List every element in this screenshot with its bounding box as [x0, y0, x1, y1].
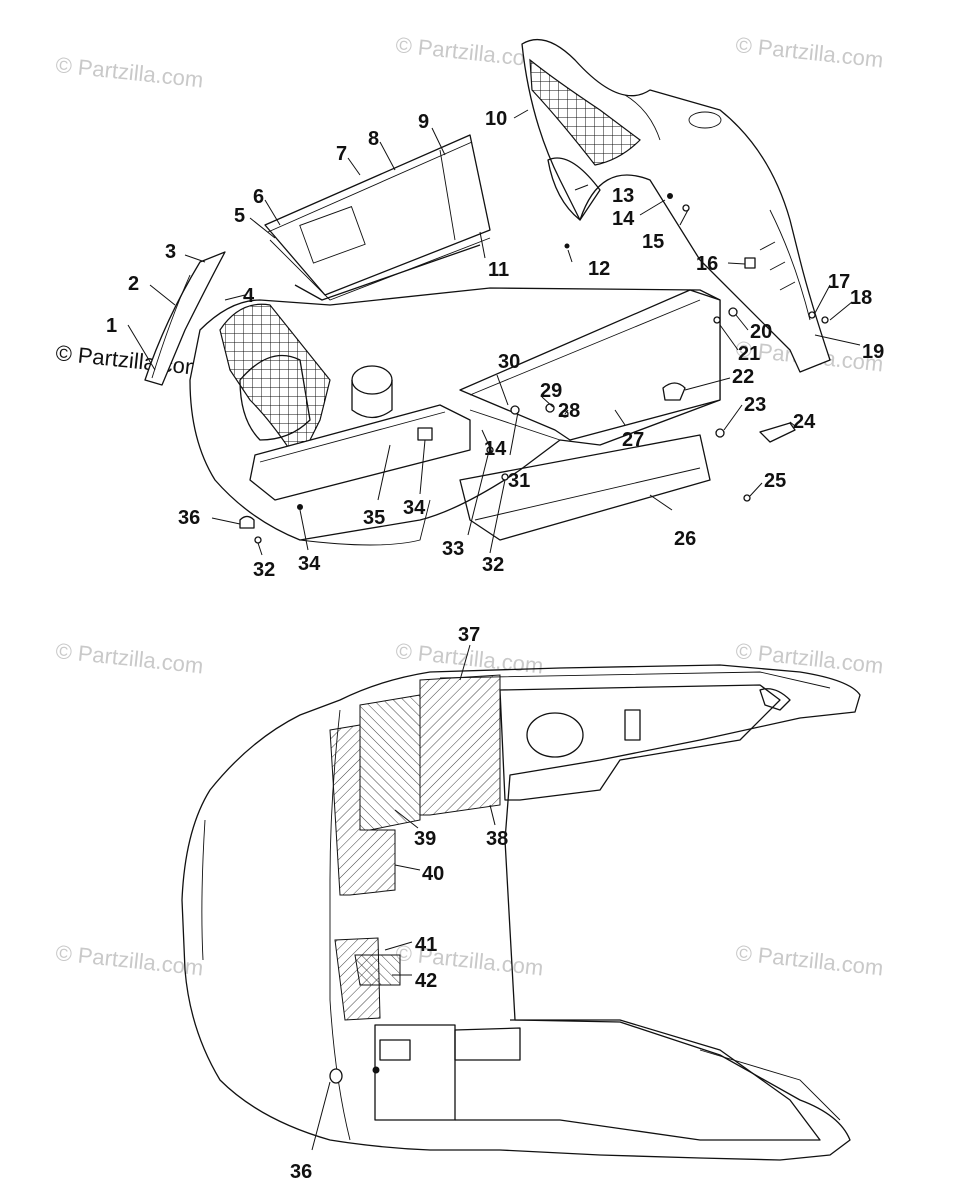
callout-4: 4 — [243, 285, 255, 307]
watermark-left-mid: © Partzilla.com — [54, 340, 204, 380]
callout-34b: 34 — [298, 553, 321, 575]
callout-2: 2 — [128, 273, 139, 295]
trim-part-3 — [144, 251, 226, 386]
callout-37: 37 — [458, 624, 480, 646]
callout-32: 32 — [482, 554, 504, 576]
callout-3: 3 — [165, 241, 176, 263]
callout-21: 21 — [738, 343, 760, 365]
callout-38: 38 — [486, 828, 508, 850]
callout-28: 28 — [558, 400, 580, 422]
watermark-left-low: © Partzilla.com — [54, 638, 204, 678]
callout-33: 33 — [442, 538, 464, 560]
insulation-part-37 — [419, 674, 501, 816]
frame-channel-upper — [499, 684, 781, 801]
callout-13: 13 — [612, 185, 634, 207]
callout-19: 19 — [862, 341, 884, 363]
insulation-part-39 — [359, 694, 421, 831]
callout-15: 15 — [642, 231, 664, 253]
watermark-top-center: © Partzilla.com — [394, 32, 544, 72]
leader-lines-top — [127, 109, 861, 556]
hood-vent-grille — [529, 58, 641, 166]
callout-7: 7 — [336, 143, 347, 165]
callout-24: 24 — [793, 411, 816, 433]
insulation-part-42 — [354, 954, 401, 986]
headlight-pod — [351, 365, 393, 395]
callout-32b: 32 — [253, 559, 275, 581]
watermark-top-left: © Partzilla.com — [54, 52, 204, 92]
side-panel-part-27 — [459, 289, 721, 441]
callout-42: 42 — [415, 970, 437, 992]
watermark-left-bottom: © Partzilla.com — [54, 940, 204, 980]
callout-34: 34 — [403, 497, 426, 519]
callout-20: 20 — [750, 321, 772, 343]
insulation-part-40 — [329, 724, 396, 896]
callout-29: 29 — [540, 380, 562, 402]
callout-41: 41 — [415, 934, 437, 956]
callout-27: 27 — [622, 429, 644, 451]
callout-9: 9 — [418, 111, 429, 133]
callout-5: 5 — [234, 205, 245, 227]
exploded-hood-assembly: 1 2 3 4 5 6 7 8 9 10 11 12 13 14 15 16 1… — [106, 38, 884, 581]
callout-14: 14 — [612, 208, 635, 230]
callout-6: 6 — [253, 186, 264, 208]
callout-1: 1 — [106, 315, 117, 337]
callout-36-bottom: 36 — [290, 1161, 312, 1183]
callout-16: 16 — [696, 253, 718, 275]
callout-31: 31 — [508, 470, 530, 492]
panel-part-8 — [264, 134, 491, 296]
hood-outline — [181, 664, 861, 1161]
callout-23: 23 — [744, 394, 766, 416]
watermark-top-right: © Partzilla.com — [734, 32, 884, 72]
callout-10: 10 — [485, 108, 507, 130]
callout-26: 26 — [674, 528, 696, 550]
watermark-right-bottom: © Partzilla.com — [734, 940, 884, 980]
hood-underside-view: 37 38 39 40 41 42 36 — [181, 624, 861, 1183]
callout-11: 11 — [488, 259, 509, 281]
callout-36: 36 — [178, 507, 200, 529]
callout-17: 17 — [828, 271, 850, 293]
callout-30: 30 — [498, 351, 520, 373]
callout-8: 8 — [368, 128, 379, 150]
callout-22: 22 — [732, 366, 754, 388]
callout-12: 12 — [588, 258, 610, 280]
callout-18: 18 — [850, 287, 872, 309]
callout-39: 39 — [414, 828, 436, 850]
callout-14b: 14 — [484, 438, 507, 460]
callout-40: 40 — [422, 863, 444, 885]
frame-channel-lower — [374, 1024, 456, 1121]
callout-25: 25 — [764, 470, 786, 492]
lower-trim-part-35 — [249, 404, 471, 501]
leader-lines-bottom — [311, 644, 496, 1151]
callout-35: 35 — [363, 507, 385, 529]
